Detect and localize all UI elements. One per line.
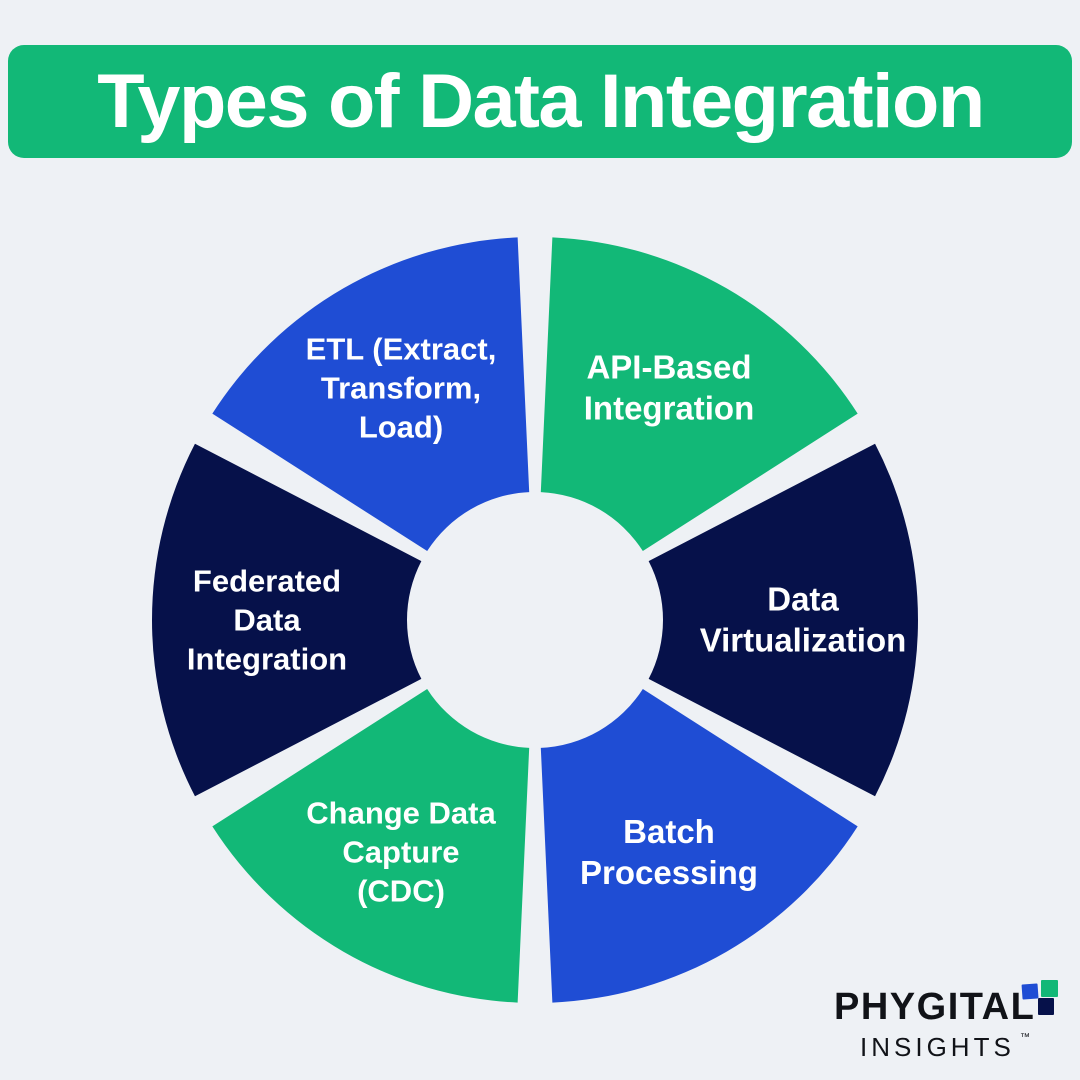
segment-label-line: (CDC) — [357, 874, 445, 909]
logo-squares-icon — [1021, 980, 1058, 1015]
page-title: Types of Data Integration — [96, 58, 985, 144]
donut-segment-api-based-integration[interactable] — [540, 237, 858, 552]
donut-segment-change-data-capture[interactable] — [212, 688, 530, 1003]
logo-primary-text: PHYGITAL — [834, 986, 1036, 1028]
donut-segment-data-virtualization[interactable] — [648, 443, 918, 797]
segment-label-line: Data — [767, 581, 839, 618]
segment-label-line: Integration — [584, 390, 755, 427]
donut-segments-group — [151, 237, 918, 1003]
segment-label-line: Capture — [342, 835, 459, 870]
donut-segment-federated-data-integration[interactable] — [151, 443, 422, 797]
logo-trademark: ™ — [1020, 1032, 1030, 1043]
segment-label-line: Virtualization — [700, 622, 907, 659]
segment-label-line: Processing — [580, 854, 758, 891]
brand-logo: PHYGITAL INSIGHTS ™ — [834, 976, 1064, 1062]
title-banner: Types of Data Integration — [8, 45, 1072, 158]
segment-label-line: Federated — [193, 564, 341, 599]
segment-label-line: Change Data — [306, 796, 496, 831]
logo-secondary-text: INSIGHTS — [860, 1032, 1015, 1062]
segment-label-line: ETL (Extract, — [306, 331, 497, 366]
segment-label-line: Integration — [187, 642, 347, 677]
segment-label-line: Batch — [623, 813, 715, 850]
donut-segment-batch-processing[interactable] — [540, 688, 858, 1003]
segment-label-line: Data — [233, 603, 301, 638]
segment-label-line: API-Based — [586, 349, 751, 386]
segment-label-line: Transform, — [321, 370, 481, 405]
donut-segment-etl[interactable] — [212, 237, 530, 552]
segment-label-line: Load) — [359, 409, 443, 444]
segment-label-etl: ETL (Extract, Transform, Load) — [306, 331, 497, 444]
